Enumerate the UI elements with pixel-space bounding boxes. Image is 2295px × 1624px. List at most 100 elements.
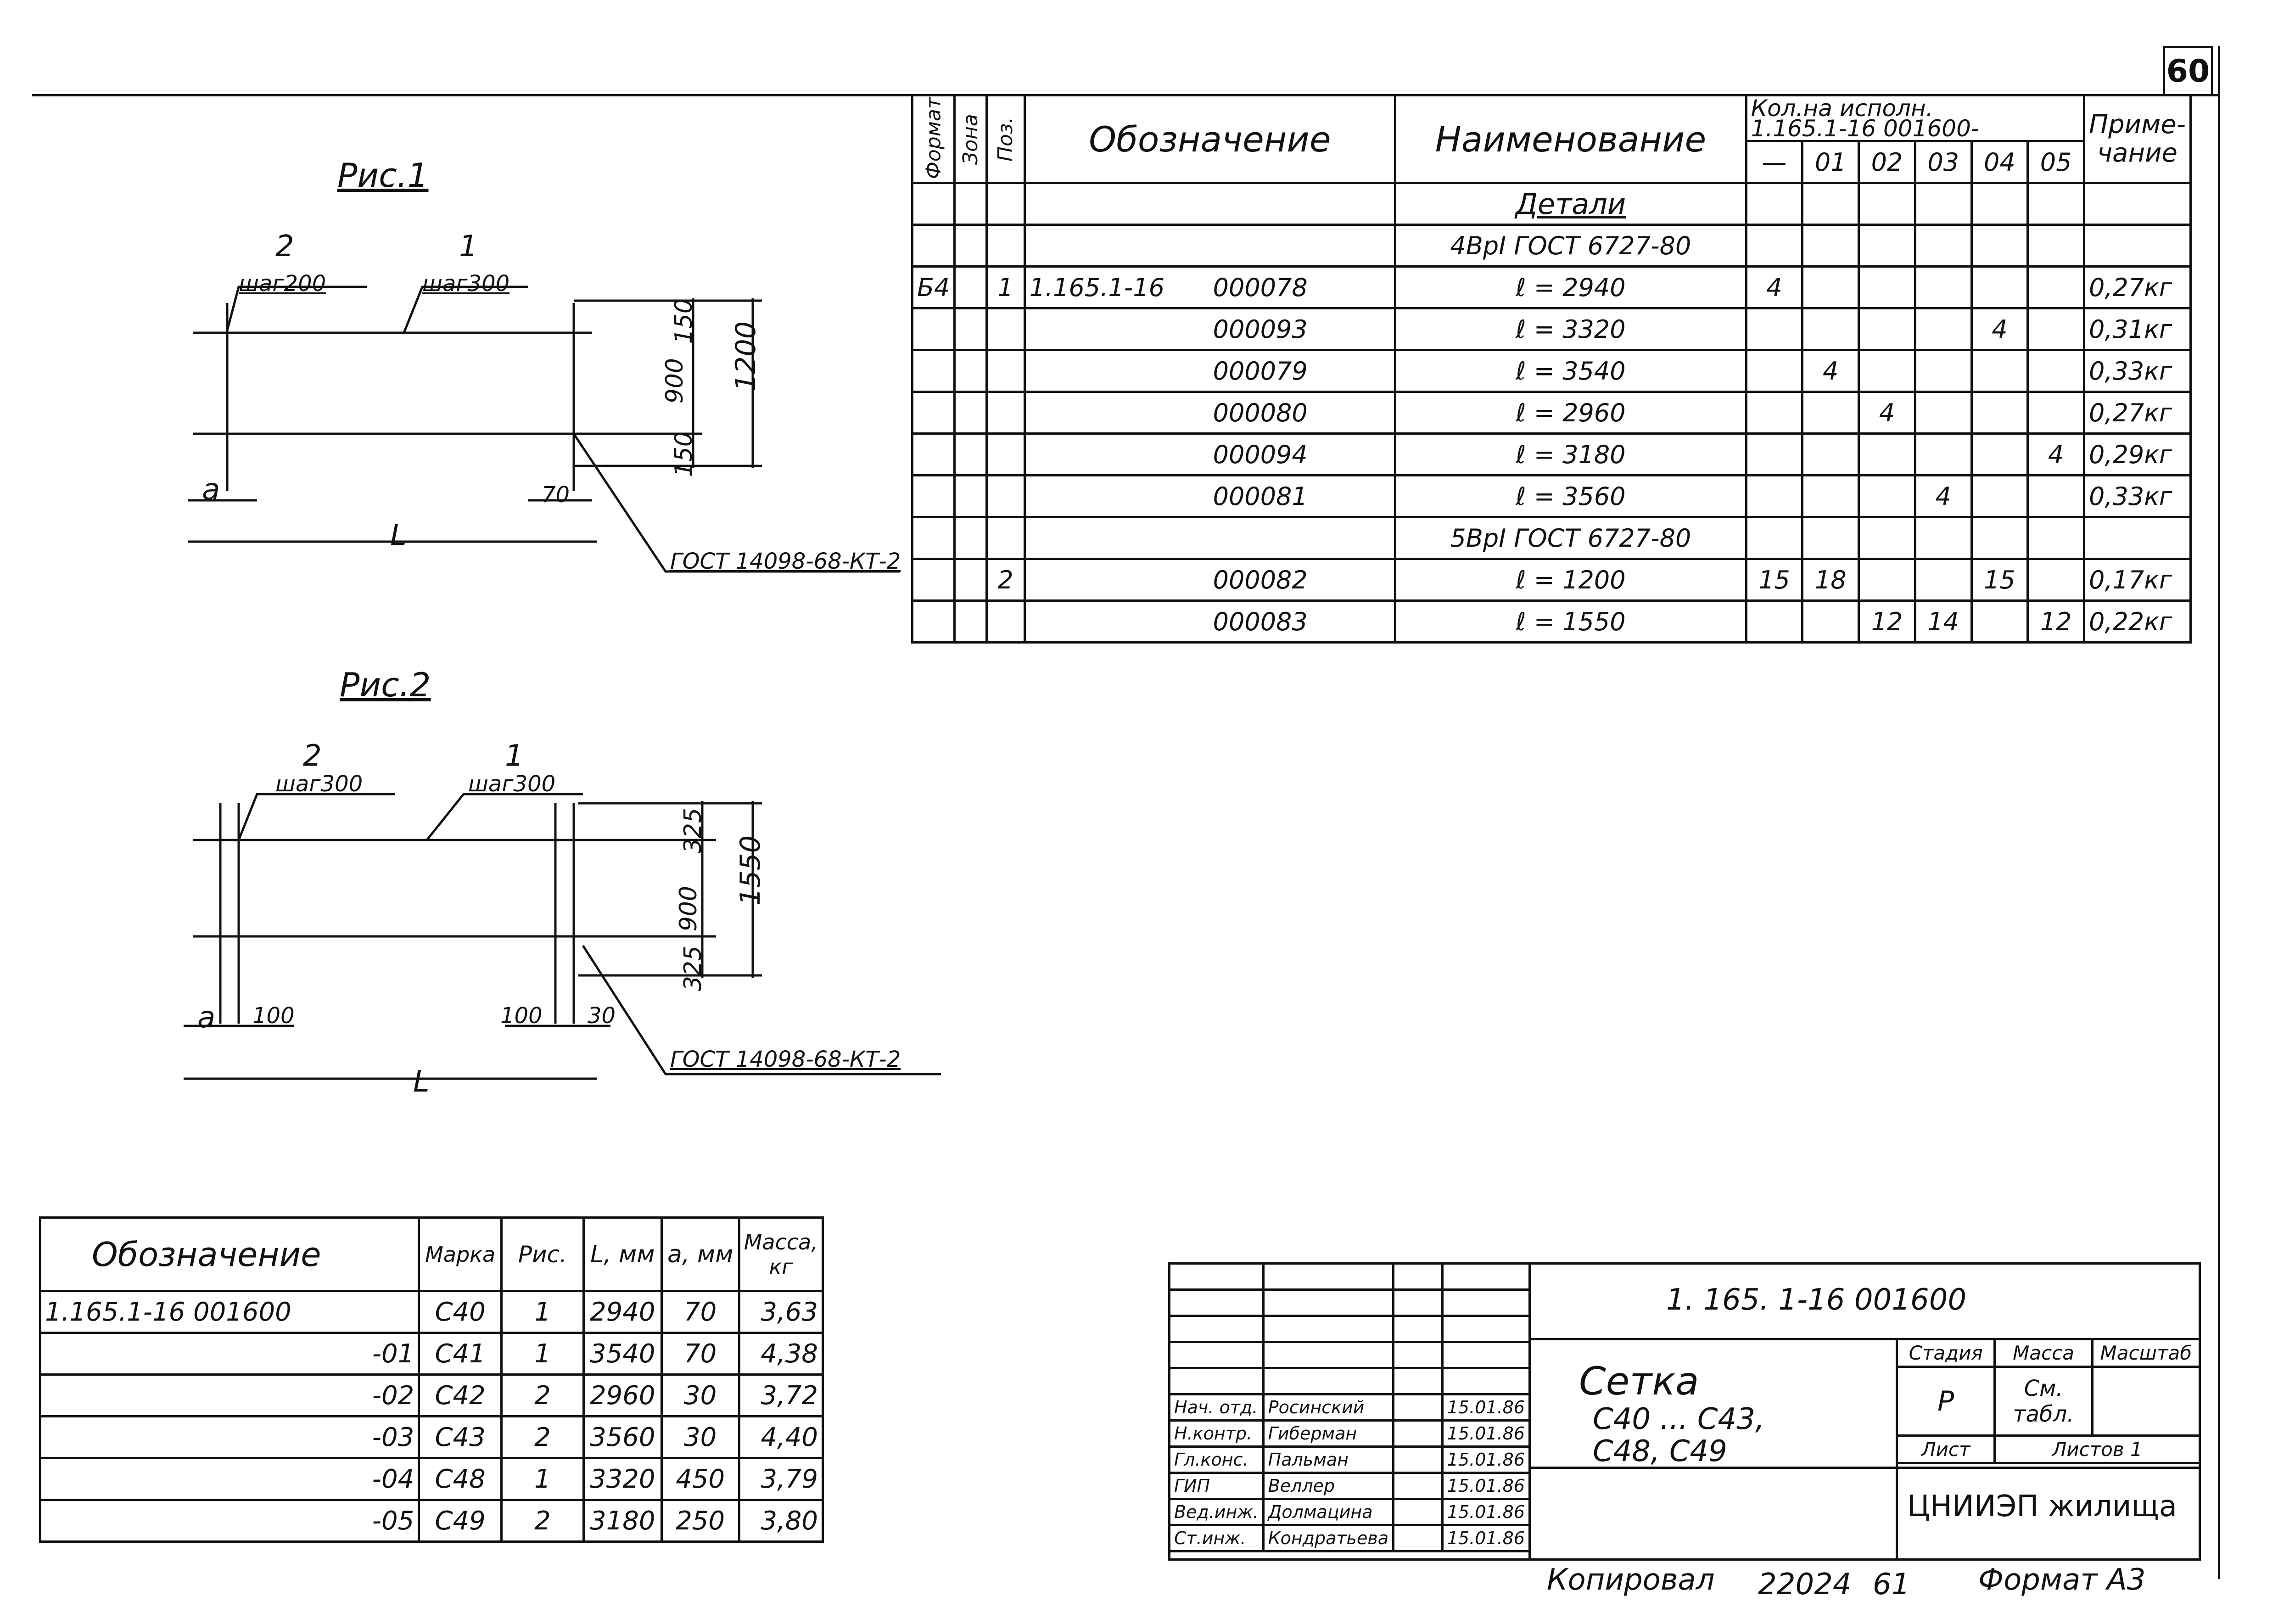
spec-designation: 000082: [1023, 558, 1397, 602]
spec-designation: 000079: [1023, 349, 1397, 393]
spec-qty-3: 4: [1914, 474, 1973, 518]
spec-qty-1: 18: [1801, 558, 1860, 602]
marks-mass: 3,80: [738, 1499, 824, 1543]
organization: ЦНИИЭП жилища: [1907, 1490, 2177, 1523]
spec-pos: 1: [985, 265, 1026, 309]
spec-note: 0,27кг: [2082, 391, 2192, 435]
section-details: Детали: [1394, 182, 1747, 226]
footer-format: Формат А3: [1978, 1563, 2146, 1597]
spec-name: ℓ = 3320: [1394, 307, 1747, 351]
footer-copied: Копировал: [1547, 1563, 1715, 1597]
spec-qty-5: [2026, 391, 2085, 435]
marks-a: 70: [660, 1332, 740, 1376]
col-qty-header: Кол.на исполн. 1.165.1-16 001600-: [1745, 94, 2085, 142]
marks-designation: -05: [39, 1499, 420, 1543]
spec-qty-1: [1801, 265, 1860, 309]
specification-table: Формат Зона Поз. Обозначение Наименовани…: [911, 94, 2192, 644]
col-pos: Поз.: [986, 95, 1025, 183]
spec-qty-1: [1801, 391, 1860, 435]
spec-name: ℓ = 3180: [1394, 432, 1747, 476]
spec-name: ℓ = 3540: [1394, 349, 1747, 393]
fig2-dim-100-left: 100: [252, 1003, 295, 1029]
qty-col-1: 01: [1801, 140, 1860, 184]
spec-zone: [953, 432, 988, 476]
spec-qty-2: [1858, 307, 1916, 351]
qty-col-3: 03: [1914, 140, 1973, 184]
marks-a: 450: [660, 1457, 740, 1501]
signer-signature: [1392, 1498, 1444, 1526]
marks-a: 250: [660, 1499, 740, 1543]
signer-signature: [1392, 1419, 1444, 1448]
marks-mass: 3,72: [738, 1373, 824, 1417]
signer-role: Н.контр.: [1168, 1419, 1265, 1448]
signer-role: Вед.инж.: [1168, 1498, 1265, 1526]
footer-sheet: 61: [1873, 1568, 1910, 1602]
scale-label: Масштаб: [2091, 1338, 2201, 1368]
marks-a: 30: [660, 1373, 740, 1417]
mass-label: Масса: [1993, 1338, 2093, 1368]
spec-zone: [953, 307, 988, 351]
marks-designation: -04: [39, 1457, 420, 1501]
signer-date: 15.01.86: [1441, 1472, 1531, 1500]
doc-title-line2: С40 ... С43,: [1593, 1402, 1765, 1436]
spec-note: 0,29кг: [2082, 432, 2192, 476]
fig2-gost: ГОСТ 14098-68-КТ-2: [670, 1047, 901, 1072]
spec-qty-5: [2026, 307, 2085, 351]
spec-zone: [953, 474, 988, 518]
page-number: 60: [2163, 46, 2213, 96]
marks-mark: С40: [418, 1290, 503, 1334]
spec-format: [911, 349, 956, 393]
signer-role: Гл.конс.: [1168, 1445, 1265, 1474]
marks-designation: -02: [39, 1373, 420, 1417]
spec-code: 000094: [1213, 440, 1308, 469]
fig2-step2: шаг300: [275, 771, 363, 797]
marks-L: 3540: [582, 1332, 663, 1376]
spec-qty-2: 12: [1858, 599, 1916, 644]
fig2-dim-a: a: [197, 1001, 216, 1035]
group2-material: 5ВрI ГОСТ 6727-80: [1394, 516, 1747, 560]
fig2-dim-100-right: 100: [500, 1003, 543, 1029]
spec-code: 000080: [1213, 398, 1308, 427]
marks-mark: С49: [418, 1499, 503, 1543]
spec-zone: [953, 391, 988, 435]
stage-label: Стадия: [1895, 1338, 1996, 1368]
spec-note: 0,31кг: [2082, 307, 2192, 351]
doc-title-line3: С48, С49: [1593, 1434, 1727, 1468]
spec-qty-0: [1745, 349, 1804, 393]
signer-name: Долмацина: [1262, 1498, 1395, 1526]
spec-qty-1: [1801, 432, 1860, 476]
signer-role: Нач. отд.: [1168, 1393, 1265, 1422]
spec-prefix: 1.165.1-16: [1029, 273, 1164, 302]
spec-designation: 000093: [1023, 307, 1397, 351]
signer-date: 15.01.86: [1441, 1524, 1531, 1552]
spec-name: ℓ = 1550: [1394, 599, 1747, 644]
marks-col-mass: Масса, кг: [738, 1216, 824, 1292]
spec-qty-1: [1801, 307, 1860, 351]
spec-qty-3: [1914, 265, 1973, 309]
col-zone: Зона: [954, 95, 986, 183]
spec-code: 000078: [1213, 273, 1308, 302]
col-note: Приме-чание: [2082, 94, 2192, 184]
qty-col-4: 04: [1970, 140, 2029, 184]
spec-qty-1: 4: [1801, 349, 1860, 393]
spec-qty-0: [1745, 432, 1804, 476]
signer-signature: [1392, 1445, 1444, 1474]
spec-qty-0: [1745, 391, 1804, 435]
fig1-dim-L: L: [390, 519, 407, 553]
marks-L: 2960: [582, 1373, 663, 1417]
marks-L: 3560: [582, 1415, 663, 1459]
spec-qty-0: [1745, 307, 1804, 351]
signer-role: Ст.инж.: [1168, 1524, 1265, 1552]
spec-qty-5: 12: [2026, 599, 2085, 644]
spec-qty-4: [1970, 349, 2029, 393]
marks-table: Обозначение Марка Рис. L, мм a, мм Масса…: [39, 1216, 824, 1543]
marks-col-a: a, мм: [660, 1216, 740, 1292]
spec-qty-1: [1801, 599, 1860, 644]
